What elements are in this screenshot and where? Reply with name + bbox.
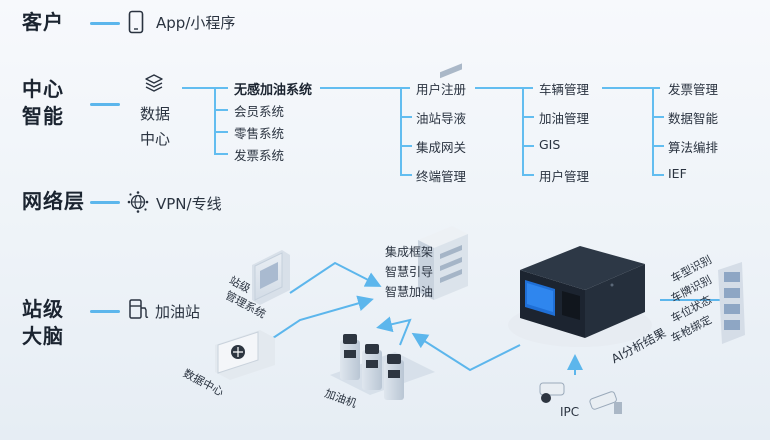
tree-connector — [400, 145, 412, 147]
data-center-label-2: 中心 — [140, 130, 171, 148]
tree-connector — [320, 87, 410, 89]
layer-title-customer: 客户 — [22, 10, 64, 34]
recognition-stack — [718, 262, 745, 344]
tree-node-l1-1: 会员系统 — [234, 104, 285, 119]
framework-server-stack — [418, 63, 468, 300]
tree-connector — [652, 116, 664, 118]
tree-connector — [522, 116, 534, 118]
connector-dash — [90, 310, 120, 313]
layer-title-station-line1: 站级 — [22, 297, 64, 321]
customer-item: App/小程序 — [156, 14, 236, 32]
tree-connector — [652, 87, 654, 175]
tree-node-l1-2: 零售系统 — [234, 126, 285, 141]
tree-connector — [522, 87, 524, 175]
network-item: VPN/专线 — [156, 195, 222, 213]
tree-node-l3-0: 车辆管理 — [539, 82, 590, 97]
tree-connector — [652, 145, 664, 147]
tree-connector — [400, 87, 402, 175]
tree-node-l4-1: 数据智能 — [668, 111, 719, 126]
tree-node-l2-2: 集成网关 — [416, 140, 467, 155]
tree-node-l4-2: 算法编排 — [668, 140, 719, 155]
mobile-phone-icon — [128, 10, 144, 38]
tree-node-l3-3: 用户管理 — [539, 169, 590, 184]
tree-connector — [214, 131, 228, 133]
network-globe-icon — [126, 190, 150, 218]
tree-node-l1-3: 发票系统 — [234, 148, 285, 163]
layer-title-center-line1: 中心 — [22, 77, 64, 101]
center-label-2: 智慧加油 — [385, 285, 434, 299]
tree-node-l4-3: IEF — [668, 166, 687, 181]
station-item: 加油站 — [155, 303, 201, 321]
tree-node-l1-0: 无感加油系统 — [234, 83, 313, 98]
tree-node-l3-1: 加油管理 — [539, 111, 590, 126]
layer-title-station-line2: 大脑 — [22, 324, 64, 348]
tree-node-l2-1: 油站导液 — [416, 111, 467, 126]
tree-connector — [522, 145, 534, 147]
tree-connector — [602, 87, 660, 89]
tree-connector — [475, 87, 533, 89]
data-center-label-1: 数据 — [140, 105, 171, 123]
data-center-device — [215, 330, 275, 380]
center-label-0: 集成框架 — [385, 245, 434, 259]
tree-node-l2-0: 用户注册 — [416, 82, 467, 97]
layers-stack-icon — [143, 72, 165, 98]
tree-connector — [214, 153, 228, 155]
tree-connector — [214, 87, 216, 154]
layer-title-center-line2: 智能 — [22, 104, 64, 128]
tree-connector — [522, 174, 534, 176]
tree-connector — [214, 109, 228, 111]
tree-node-l3-2: GIS — [539, 137, 561, 152]
connector-dash — [90, 201, 120, 204]
layer-title-network: 网络层 — [22, 189, 85, 213]
tree-connector — [652, 174, 664, 176]
station-system-panel — [252, 250, 290, 305]
connector-dash — [90, 22, 120, 25]
camera-icon — [539, 382, 622, 414]
tree-connector — [400, 174, 412, 176]
tree-connector — [182, 87, 228, 89]
flow-arrows — [254, 261, 720, 375]
tree-node-l2-3: 终端管理 — [416, 169, 467, 184]
tree-connector — [400, 116, 412, 118]
camera-label: IPC — [560, 405, 580, 419]
fuel-pumps — [330, 334, 435, 400]
tree-node-l4-0: 发票管理 — [668, 82, 719, 97]
gas-station-icon — [127, 297, 151, 325]
center-label-1: 智慧引导 — [385, 265, 434, 279]
ai-edge-server — [508, 246, 652, 347]
connector-dash — [90, 103, 120, 106]
